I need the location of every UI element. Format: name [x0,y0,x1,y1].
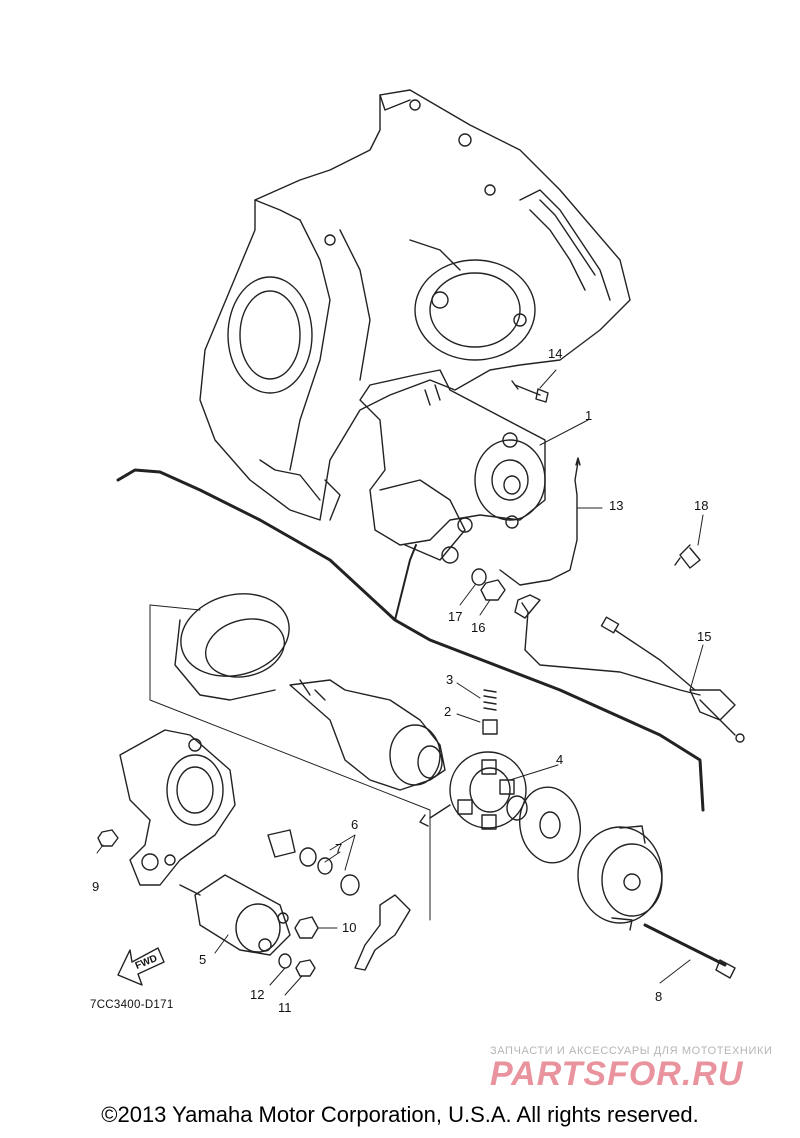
callout-7[interactable]: 7 [335,841,343,856]
callout-10[interactable]: 10 [342,920,357,935]
armature-drawing [289,679,446,791]
brush-holder-drawing [419,689,528,830]
callout-18[interactable]: 18 [694,498,709,513]
yoke-drawing [174,593,290,701]
callout-1[interactable]: 1 [585,408,593,423]
solenoid-drawing [179,874,291,956]
watermark-subtitle: ЗАПЧАСТИ И АКСЕССУАРЫ ДЛЯ МОТОТЕХНИКИ [490,1045,773,1057]
front-housing-drawing [119,729,236,886]
diagram-code: 7CC3400-D171 [90,999,174,1011]
wires-drawing [499,457,745,743]
callout-15[interactable]: 15 [697,629,712,644]
callout-13[interactable]: 13 [609,498,624,513]
callout-5[interactable]: 5 [199,952,207,967]
callout-4[interactable]: 4 [556,752,564,767]
watermark-logo: PARTSFOR.RU [490,1055,744,1093]
callout-2[interactable]: 2 [444,704,452,719]
callout-14[interactable]: 14 [548,346,563,361]
callout-3[interactable]: 3 [446,672,454,687]
callout-9[interactable]: 9 [92,879,100,894]
copyright-notice: ©2013 Yamaha Motor Corporation, U.S.A. A… [101,1102,699,1127]
rear-cover-drawing [577,825,663,931]
callout-11[interactable]: 11 [278,1000,292,1015]
callout-12[interactable]: 12 [250,987,265,1002]
small-parts-drawing [267,829,360,896]
callout-6[interactable]: 6 [351,817,359,832]
callout-8[interactable]: 8 [655,989,663,1004]
crankcase-drawing [199,89,631,521]
callout-17[interactable]: 17 [448,609,463,624]
callout-16[interactable]: 16 [471,620,486,635]
starter-motor-drawing [359,369,549,564]
